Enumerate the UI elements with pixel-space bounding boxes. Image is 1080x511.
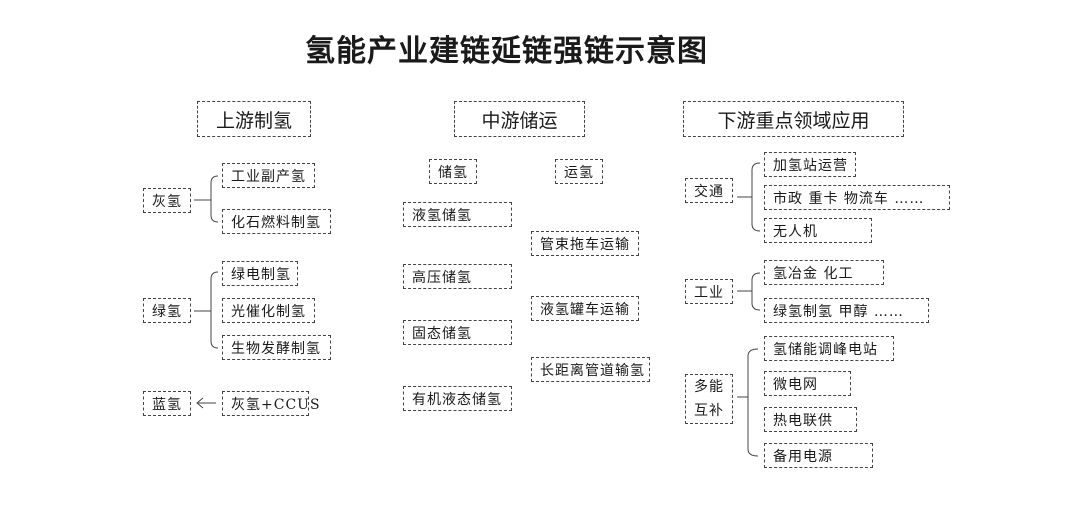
diagram-title: 氢能产业建链延链强链示意图: [305, 34, 708, 69]
traffic-bracket: [737, 162, 761, 232]
multi-item-chp: 热电联供: [764, 407, 857, 432]
gray-item-industrial-byproduct: 工业副产氢: [222, 163, 315, 188]
green-item-photocatalysis: 光催化制氢: [222, 298, 315, 323]
storage-label: 储氢: [429, 159, 477, 184]
gray-item-fossil-fuel: 化石燃料制氢: [222, 209, 331, 234]
traffic-item-drone: 无人机: [764, 218, 872, 243]
gray-bracket: [194, 175, 219, 223]
blue-hydrogen-label: 蓝氢: [143, 391, 191, 416]
storage-item-organic-liquid: 有机液态储氢: [403, 386, 512, 411]
blue-arrow-head: [196, 397, 204, 409]
multi-energy-label-line2: 互补: [694, 403, 724, 419]
multi-item-backup-power: 备用电源: [764, 443, 873, 468]
green-bracket: [194, 271, 219, 349]
transport-label: 运氢: [555, 159, 603, 184]
storage-item-solid: 固态储氢: [403, 320, 512, 345]
green-item-bio-fermentation: 生物发酵制氢: [222, 335, 331, 360]
midstream-header: 中游储运: [454, 101, 585, 137]
traffic-item-vehicles: 市政 重卡 物流车 ……: [764, 185, 950, 210]
transport-item-long-pipeline: 长距离管道输氢: [531, 357, 650, 382]
storage-item-liquid: 液氢储氢: [403, 202, 512, 227]
transport-item-liquid-tanker: 液氢罐车运输: [531, 296, 639, 321]
industry-item-methanol: 绿氢制氢 甲醇 ……: [764, 298, 929, 323]
gray-hydrogen-label: 灰氢: [143, 188, 191, 213]
multi-energy-label: 多能 互补: [685, 374, 733, 424]
industry-item-metallurgy: 氢冶金 化工: [764, 260, 884, 285]
industry-bracket: [737, 272, 761, 311]
green-item-green-power: 绿电制氢: [222, 261, 298, 286]
green-hydrogen-label: 绿氢: [143, 298, 191, 323]
multi-energy-label-line1: 多能: [694, 379, 724, 395]
upstream-header: 上游制氢: [197, 101, 311, 137]
storage-item-high-pressure: 高压储氢: [403, 264, 512, 289]
transport-item-tube-trailer: 管束拖车运输: [531, 231, 639, 256]
multi-item-microgrid: 微电网: [764, 371, 851, 396]
multi-bracket: [737, 348, 759, 457]
industry-label: 工业: [685, 279, 733, 304]
traffic-label: 交通: [685, 178, 733, 203]
blue-source-gray-ccus: 灰氢+CCUS: [222, 391, 320, 416]
multi-item-peak-station: 氢储能调峰电站: [764, 336, 894, 361]
traffic-item-station: 加氢站运营: [764, 152, 856, 177]
downstream-header: 下游重点领域应用: [683, 101, 904, 137]
